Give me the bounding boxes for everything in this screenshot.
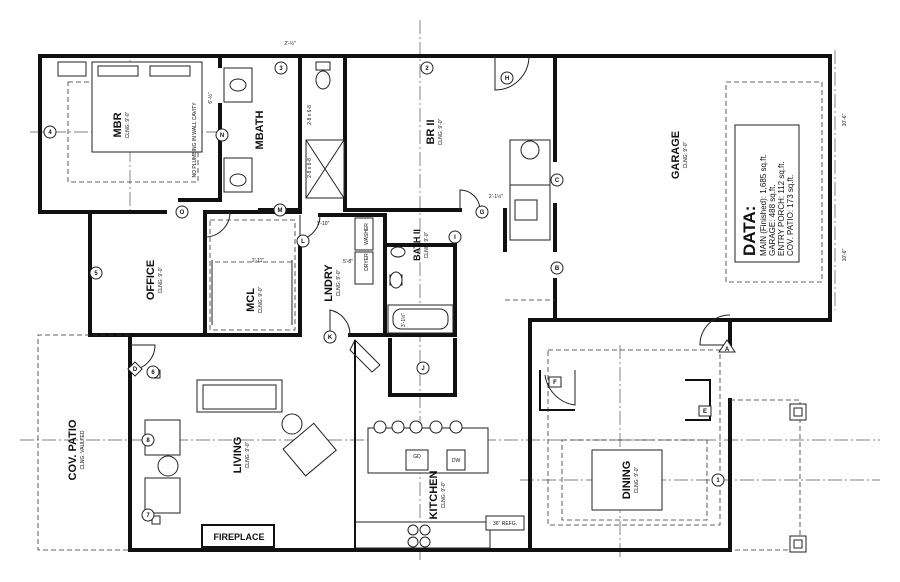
fixtures [57, 61, 663, 550]
window-tag: 5 [94, 271, 98, 277]
door-tag: A [725, 347, 730, 353]
room-label-living: LIVING CLNG: 9'-0" [232, 437, 251, 474]
svg-text:COV. PATIO: COV. PATIO [67, 419, 79, 480]
dimension-label: 3'-1½" [400, 313, 407, 327]
dimension-label: 5'-8" [343, 259, 353, 265]
gd-label: GD [413, 454, 421, 460]
window-tag: 6 [151, 370, 155, 376]
door-tag: E [703, 409, 707, 415]
svg-text:CLNG: 9'-0": CLNG: 9'-0" [245, 441, 251, 468]
svg-text:CLNG: 9'-0": CLNG: 9'-0" [634, 466, 640, 493]
toilet [315, 70, 331, 90]
dimension-label: 10'-6" [842, 113, 848, 126]
shower-door-size: 2-8 x 6-8 [307, 105, 313, 125]
data-heading: DATA: [740, 206, 759, 256]
data-line: MAIN (Finished): 1,685 sq.ft. [759, 154, 768, 256]
door-tag: F [553, 380, 557, 386]
room-label-mbr: MBR CLNG: 9'-0" [112, 111, 131, 138]
refrigerator-label: 36" REFG. [493, 521, 517, 527]
no-plumbing-note: NO PLUMBING IN WALL CAVITY [192, 102, 198, 178]
window-tag: 7 [146, 513, 150, 519]
window-tag: 2 [425, 66, 429, 72]
bed [91, 61, 203, 153]
svg-text:OFFICE: OFFICE [145, 260, 157, 300]
window-tag: 8 [146, 438, 150, 444]
dimension-label: 10'-6" [842, 248, 848, 261]
fireplace-label: FIREPLACE [213, 532, 264, 542]
svg-text:BR II: BR II [425, 119, 437, 144]
svg-text:KITCHEN: KITCHEN [428, 471, 440, 520]
room-label-patio: COV. PATIO CLNG: VAULTED [67, 419, 86, 480]
room-label-garage: GARAGE CLNG: 9'-0" [670, 131, 689, 179]
dimension-label: 2'-11" [252, 258, 265, 264]
data-box-frame [734, 124, 800, 263]
dimension-label: 2'-½" [284, 40, 296, 47]
svg-text:GARAGE: GARAGE [670, 131, 682, 179]
data-line: ENTRY PORCH: 112 sq.ft. [777, 161, 786, 256]
door-tag: C [555, 178, 560, 184]
svg-text:DINING: DINING [621, 461, 633, 500]
door-tag: L [301, 239, 305, 245]
tags: B C G H I J K L M N O 1 2 3 4 5 6 7 8 A … [43, 61, 736, 522]
room-label-lndry: LNDRY CLNG: 9'-0" [323, 264, 342, 302]
room-label-mcl: MCL CLNG: 9'-0" [245, 286, 264, 313]
sink [229, 173, 247, 187]
dryer-label: DRYER [364, 253, 370, 271]
door-swings [129, 55, 731, 406]
svg-text:LNDRY: LNDRY [323, 264, 335, 302]
svg-text:CLNG: 9'-0": CLNG: 9'-0" [258, 286, 264, 313]
svg-text:CLNG: 9'-0": CLNG: 9'-0" [424, 231, 430, 258]
dimension-label: 6'-½" [207, 92, 214, 104]
dining-table [591, 449, 663, 511]
svg-text:MBR: MBR [112, 112, 124, 137]
room-label-br2: BR II CLNG: 9'-0" [425, 118, 444, 145]
room-label-dining: DINING CLNG: 9'-0" [621, 461, 640, 500]
sink [390, 246, 406, 258]
data-box: DATA: MAIN (Finished): 1,685 sq.ft. GARA… [734, 124, 800, 263]
svg-text:CLNG: 9'-0": CLNG: 9'-0" [336, 269, 342, 296]
room-label-mbath: MBATH [254, 110, 266, 149]
door-tag: H [505, 76, 509, 82]
room-labels: MBR CLNG: 9'-0" MBATH BR II CLNG: 9'-0" … [67, 110, 689, 519]
door-tag: J [421, 366, 424, 372]
washer-label: WASHER [364, 223, 370, 245]
door-tag: D [133, 367, 138, 373]
data-line: COV. PATIO: 173 sq.ft. [786, 175, 795, 256]
dimension-label: 2'-1½" [489, 193, 503, 200]
dimension-label: 1'-10" [317, 221, 330, 227]
door-tag: K [328, 335, 333, 341]
shower-door-size: 2-8 x 6-8 [307, 158, 313, 178]
svg-text:CLNG: 9'-0": CLNG: 9'-0" [125, 111, 131, 138]
svg-text:CLNG: 9'-0": CLNG: 9'-0" [683, 141, 689, 168]
door-tag: O [180, 210, 185, 216]
svg-text:MCL: MCL [245, 288, 257, 312]
door-tag: I [454, 235, 456, 241]
window-tag: 1 [716, 478, 720, 484]
sink [229, 78, 247, 92]
svg-text:LIVING: LIVING [232, 437, 244, 474]
svg-text:CLNG: 9'-0": CLNG: 9'-0" [438, 118, 444, 145]
door-tag: M [278, 208, 283, 214]
svg-text:BATH II: BATH II [412, 229, 422, 261]
patio-outline [37, 334, 807, 553]
room-label-office: OFFICE CLNG: 9'-0" [145, 260, 164, 300]
annotation-labels: FIREPLACE DRYER WASHER DW GD 36" REFG. N… [192, 40, 848, 542]
data-line: GARAGE: 488 sq.ft. [768, 184, 777, 256]
window-tag: 3 [279, 66, 283, 72]
svg-text:CLNG: VAULTED: CLNG: VAULTED [80, 430, 86, 469]
toilet [389, 271, 403, 289]
door-tag: N [220, 133, 224, 139]
svg-text:CLNG: 9'-0": CLNG: 9'-0" [441, 481, 447, 508]
room-label-bath2: BATH II CLNG: 9'-0" [412, 229, 430, 261]
door-tag: G [480, 210, 485, 216]
door-tag: B [555, 266, 560, 272]
window-tag: 4 [48, 130, 52, 136]
room-label-kitchen: KITCHEN CLNG: 9'-0" [428, 471, 447, 520]
svg-text:CLNG: 9'-0": CLNG: 9'-0" [158, 266, 164, 293]
svg-text:MBATH: MBATH [254, 110, 266, 149]
dw-label: DW [452, 458, 461, 464]
